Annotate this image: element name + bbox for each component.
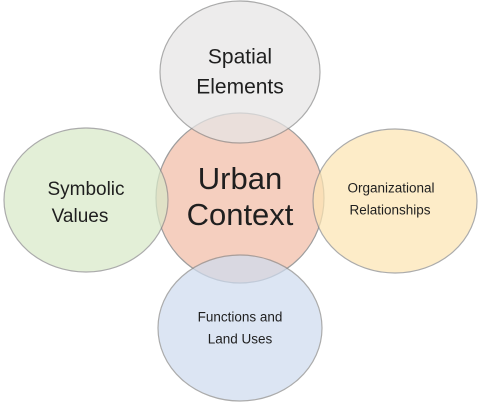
left-label-line2: Values <box>52 206 109 227</box>
top-label-line1: Spatial <box>208 46 272 69</box>
bottom-label-line2: Land Uses <box>208 332 273 347</box>
left-label-line1: Symbolic <box>47 179 124 200</box>
top-label-line2: Elements <box>196 76 284 99</box>
center-label-line1: Urban <box>198 161 282 196</box>
left-circle <box>3 127 169 273</box>
top-circle <box>159 0 321 144</box>
bottom-label-line1: Functions and <box>198 310 283 325</box>
right-label-line1: Organizational <box>347 181 434 196</box>
right-circle <box>312 128 478 274</box>
center-label-line2: Context <box>187 197 294 232</box>
bottom-circle <box>157 254 323 402</box>
right-label-line2: Relationships <box>349 203 430 218</box>
